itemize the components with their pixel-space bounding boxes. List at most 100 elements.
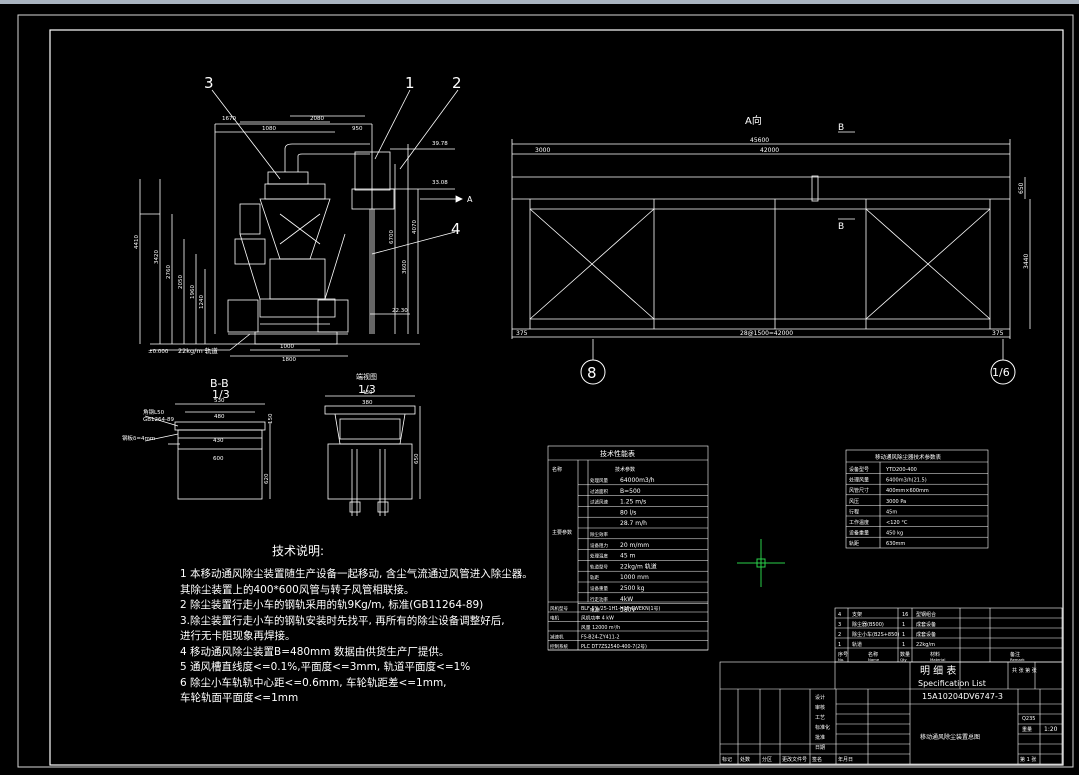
bom-title-en: Specification List bbox=[918, 679, 986, 688]
tech-row-value: 1.25 m/s bbox=[620, 499, 646, 506]
note-line: 3.除尘装置行走小车的钢轨安装时先找平, 再所有的除尘设备调整好后, bbox=[180, 614, 505, 627]
tech-extra-label: 风机型号 bbox=[550, 605, 568, 612]
tb-left-label: 批准 bbox=[815, 734, 825, 741]
dim-text: 600 bbox=[213, 456, 224, 462]
dim-text: 4410 bbox=[134, 235, 140, 249]
section-bb bbox=[144, 403, 271, 500]
bom-cell: 轨道 bbox=[852, 641, 862, 648]
tech-row-label: 轨距 bbox=[590, 574, 599, 581]
cut-mark-bottom: B bbox=[838, 222, 844, 232]
tech-row-label: 过滤风速 bbox=[590, 499, 608, 506]
dim-text: 2050 bbox=[178, 275, 184, 289]
param-table-grid bbox=[845, 449, 989, 549]
tech-row-value: 64000m3/h bbox=[620, 477, 655, 484]
bom-cell: 除尘小车(B2S+850) bbox=[852, 631, 899, 638]
axis-label-left: 8 bbox=[587, 364, 597, 382]
param-row-label: 风管尺寸 bbox=[849, 487, 869, 494]
note-line: 4 移动通风除尘装置B=480mm 数据由供货生产厂提供。 bbox=[180, 645, 450, 658]
drawing-svg: 1670 1080 2080 950 39.78 33.08 22.30 100… bbox=[17, 14, 1074, 768]
bom-cell: 成套设备 bbox=[916, 621, 936, 628]
tech-row-label: 设备重量 bbox=[590, 585, 608, 592]
axis-bubble-right bbox=[990, 359, 1016, 385]
tech-row-value: B=500 bbox=[620, 488, 641, 495]
note-line: 进行无卡阻现象再焊接。 bbox=[180, 630, 296, 642]
bom-header-en: Name bbox=[868, 657, 880, 662]
section-scale: 1/3 bbox=[358, 383, 376, 396]
tech-header: 名称 bbox=[552, 466, 562, 473]
tb-left-label: 工艺 bbox=[815, 715, 825, 721]
param-row-label: 设备型号 bbox=[849, 466, 869, 473]
bom-cell: 2 bbox=[838, 632, 841, 638]
dim-text: 650 bbox=[1018, 182, 1025, 194]
dim-text: 33.08 bbox=[432, 180, 448, 186]
param-row-value: 450 kg bbox=[886, 531, 903, 537]
note: 角钢L50 bbox=[143, 408, 165, 416]
title-block-bottom-labels: 标记处数分区更改文件号签名年月日 bbox=[722, 756, 853, 763]
note-line: 1 本移动通风除尘装置随生产设备一起移动, 含尘气流通过风管进入除尘器。 bbox=[180, 568, 533, 580]
dim-text: 39.78 bbox=[432, 141, 448, 147]
dim-text: 1670 bbox=[222, 116, 236, 122]
bom-cell: 3 bbox=[838, 622, 841, 628]
tech-group-label: 主要参数 bbox=[552, 529, 572, 536]
elevation-right bbox=[511, 131, 1031, 360]
tech-row-value: 1000 mm bbox=[620, 574, 649, 581]
tb-bottom-label: 处数 bbox=[740, 756, 750, 763]
weight-label: 重量 bbox=[1022, 726, 1032, 733]
dim-text: 3440 bbox=[1023, 254, 1030, 269]
dim-text: 28@1500=42000 bbox=[740, 330, 793, 337]
tech-extra-label: 减速机 bbox=[550, 634, 564, 641]
param-row-label: 行程 bbox=[849, 508, 859, 515]
param-table-title: 移动通风除尘器技术参数表 bbox=[875, 453, 942, 461]
bom-header: 名称 bbox=[868, 651, 878, 658]
bom-cell: 1 bbox=[838, 642, 841, 648]
bom-header-en: Qty bbox=[900, 657, 907, 662]
tech-extra-value: BLF-5%/25-1H1-H1F-6WEKN(1号) bbox=[581, 606, 660, 612]
dim-text: 4070 bbox=[412, 220, 418, 234]
param-row-value: 3000 Pa bbox=[886, 499, 906, 505]
bom-cell: 1 bbox=[902, 622, 905, 628]
bom-cell: 16 bbox=[902, 612, 908, 618]
axis-bubble-left bbox=[580, 359, 606, 385]
dim-text: 3420 bbox=[154, 250, 160, 264]
tech-row-value: 20 m/mm bbox=[620, 542, 649, 549]
elevation-dims: 1670 1080 2080 950 39.78 33.08 22.30 100… bbox=[134, 116, 448, 363]
view-label-a: A向 bbox=[745, 114, 762, 127]
tech-row-value: 380V bbox=[620, 607, 636, 614]
tech-row-label: 电源 bbox=[590, 607, 599, 614]
tech-row-label: 处理风量 bbox=[590, 477, 608, 484]
dim-text: 6700 bbox=[389, 230, 395, 244]
bom-cell: 22kg/m bbox=[916, 642, 935, 648]
tech-extra-value: 风量 12000 m³/h bbox=[581, 624, 620, 631]
dim-text: 375 bbox=[992, 330, 1004, 337]
balloon-1: 1 bbox=[405, 74, 415, 92]
tech-row-value: 22kg/m 轨道 bbox=[620, 562, 657, 570]
bom-header: 备注 bbox=[1010, 651, 1020, 658]
balloon-2: 2 bbox=[452, 74, 462, 92]
param-row-label: 处理风量 bbox=[849, 477, 869, 484]
elevation-right-text: A向 B B 45600 3000 42000 28@1500=42000 37… bbox=[516, 114, 1030, 382]
tech-row-label: 设备阻力 bbox=[590, 542, 608, 549]
axis-label-right: 1/6 bbox=[992, 366, 1010, 379]
drawing-number: 15A10204DV6747-3 bbox=[922, 692, 1003, 701]
bom-header-en: Remark bbox=[1010, 657, 1025, 662]
sheet-outer-border bbox=[17, 14, 1074, 768]
notes-lines: 1 本移动通风除尘装置随生产设备一起移动, 含尘气流通过风管进入除尘器。 其除尘… bbox=[180, 566, 533, 706]
tech-row-label: 处理温度 bbox=[590, 553, 608, 560]
dim-text: 1080 bbox=[262, 126, 276, 132]
bom-header: 材料 bbox=[930, 651, 940, 658]
dim-text: 620 bbox=[264, 473, 270, 484]
dim-text: 430 bbox=[213, 438, 224, 444]
note: GB1264-89 bbox=[143, 417, 175, 423]
sheet-inner-border bbox=[49, 29, 1064, 766]
dim-text: 3000 bbox=[535, 147, 550, 154]
bom-cell: 支架 bbox=[852, 611, 862, 618]
dim-text: 3600 bbox=[402, 260, 408, 274]
param-row-value: <120 °C bbox=[886, 520, 908, 526]
dim-text: 1800 bbox=[282, 357, 296, 363]
tb-bottom-label: 分区 bbox=[762, 756, 772, 763]
param-row-value: 630mm bbox=[886, 541, 905, 547]
cad-model-space[interactable]: 1670 1080 2080 950 39.78 33.08 22.30 100… bbox=[0, 4, 1079, 771]
drawing-scale: 1:20 bbox=[1044, 726, 1058, 733]
